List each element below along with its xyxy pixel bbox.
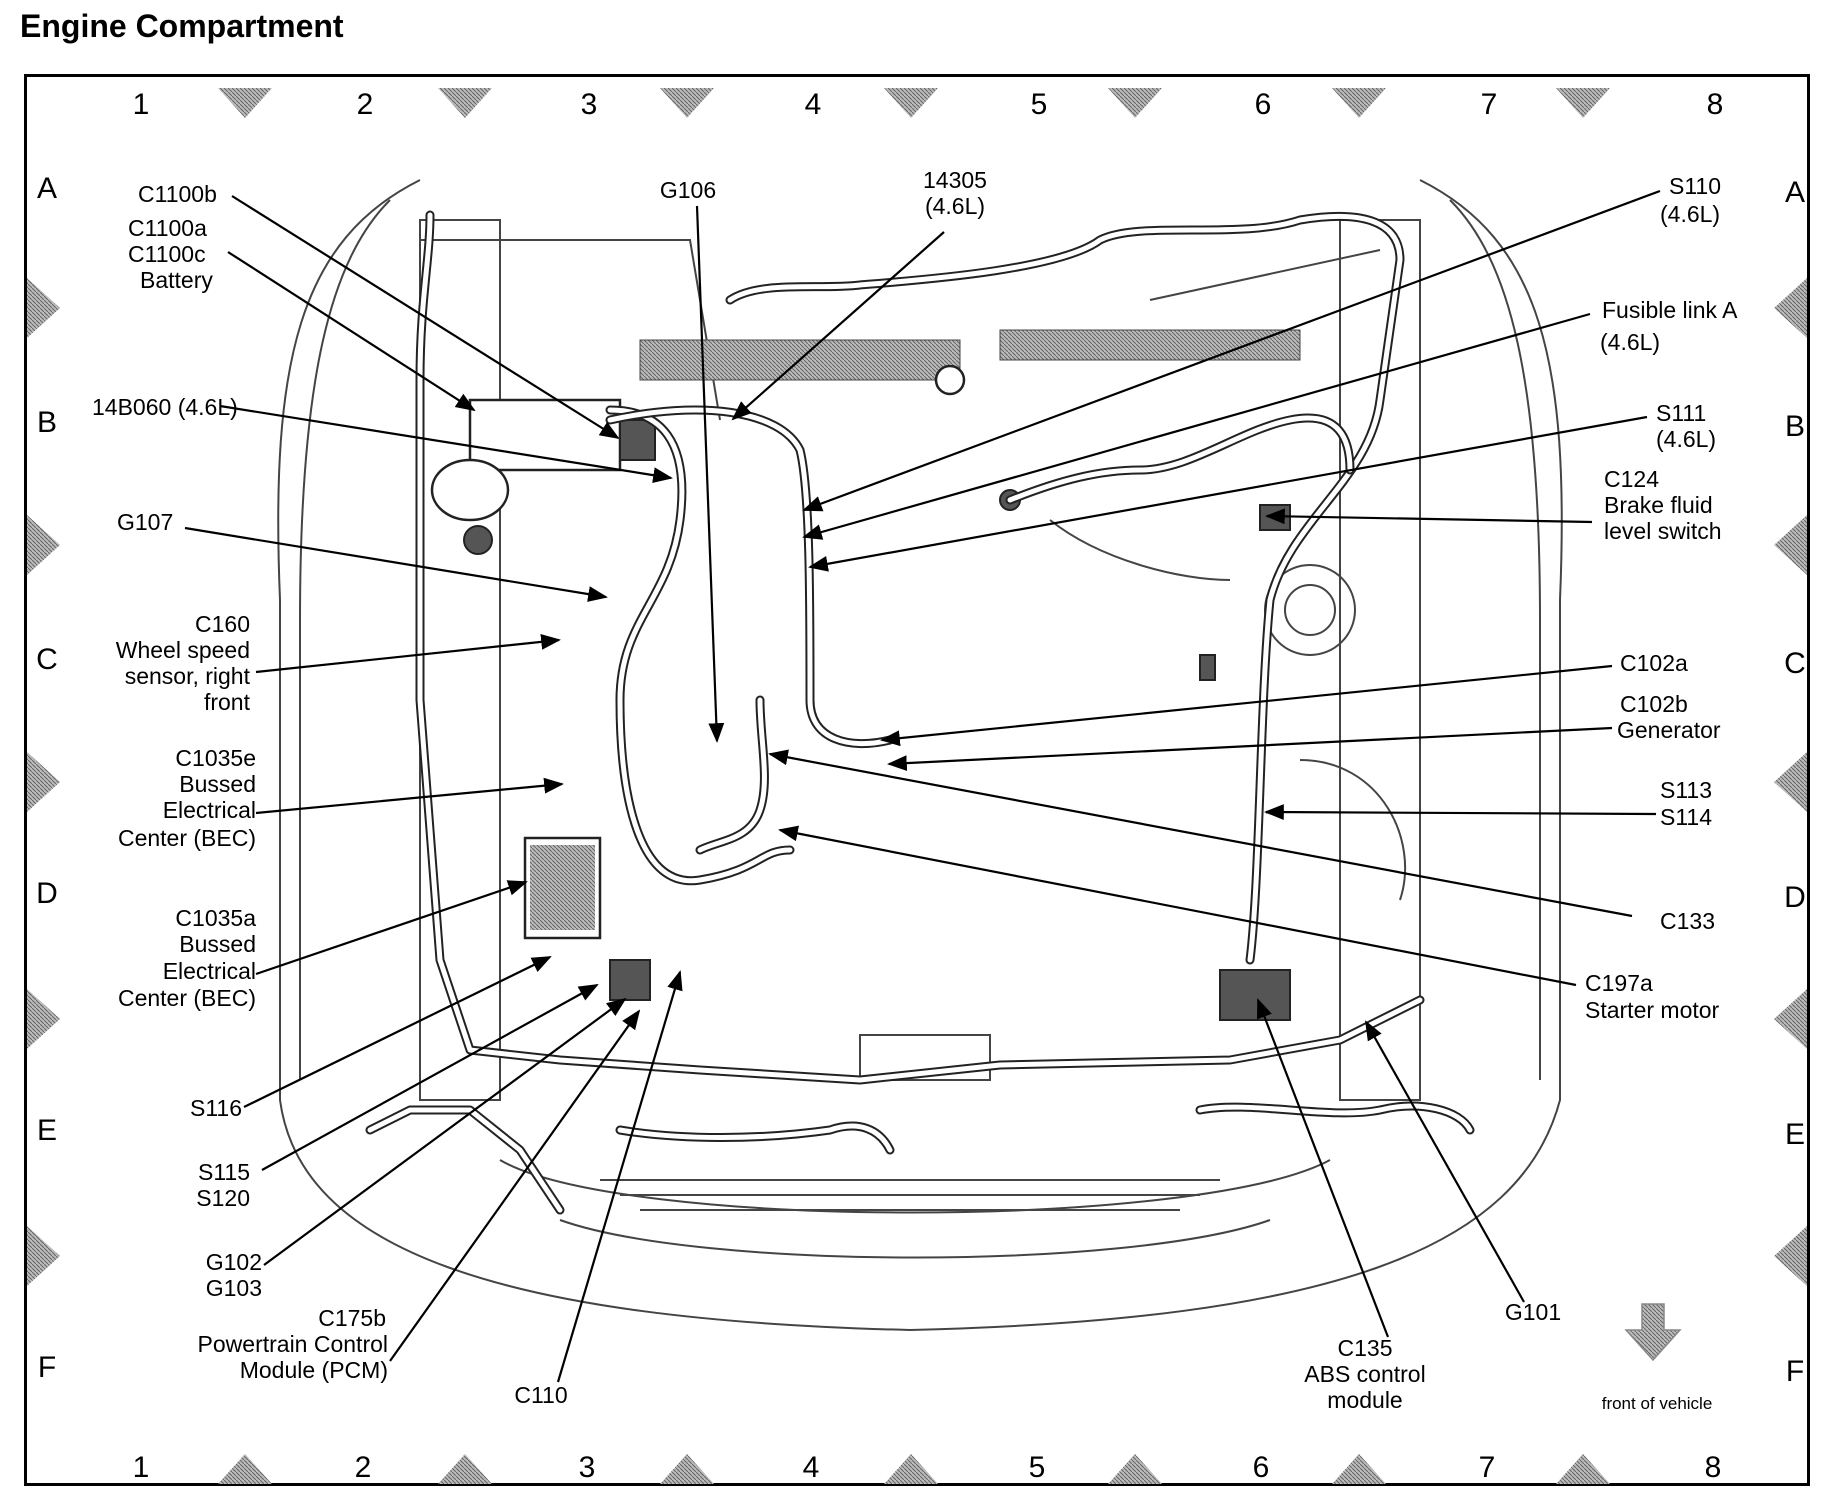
label-c160-desc: front — [204, 689, 251, 715]
label-g106: G106 — [660, 177, 716, 203]
grid-rows-left: A B C D E F — [36, 172, 58, 1384]
label-bec-desc: Electrical — [163, 797, 256, 823]
row-label: A — [1785, 176, 1805, 209]
label-c133: C133 — [1660, 908, 1715, 934]
label-bec-desc: Bussed — [179, 771, 256, 797]
col-label: 1 — [133, 1451, 150, 1484]
row-label: E — [37, 1114, 57, 1147]
col-label: 5 — [1031, 88, 1048, 121]
row-label: C — [36, 643, 58, 676]
row-label: C — [1784, 647, 1806, 680]
label-c160-desc: sensor, right — [125, 663, 251, 689]
label-c197a: C197a — [1585, 970, 1653, 996]
label-s114: S114 — [1660, 804, 1712, 830]
col-label: 2 — [357, 88, 374, 121]
col-label: 3 — [579, 1451, 596, 1484]
callouts-left: C1100b C1100a C1100c Battery 14B060 (4.6… — [92, 181, 568, 1408]
label-c135: C135 — [1338, 1335, 1393, 1361]
diagram-frame — [24, 74, 1810, 1486]
label-c124-desc: level switch — [1604, 518, 1722, 544]
row-label: F — [38, 1351, 56, 1384]
col-label: 1 — [133, 88, 150, 121]
row-label: D — [1784, 881, 1806, 914]
label-g102: G102 — [206, 1249, 262, 1275]
label-bec-desc: Electrical — [163, 958, 256, 984]
label-generator: Generator — [1617, 717, 1721, 743]
label-c160: C160 — [195, 611, 250, 637]
label-c1100b: C1100b — [138, 181, 217, 207]
label-s110: S110 — [1669, 173, 1721, 199]
grid-markers — [27, 88, 1807, 1484]
callouts-right: S110 (4.6L) Fusible link A (4.6L) S111 (… — [1505, 173, 1738, 1325]
label-14305: 14305 — [923, 167, 987, 193]
row-label: B — [1785, 410, 1805, 443]
label-s113: S113 — [1660, 777, 1712, 803]
abs-module-shape — [1219, 969, 1291, 1021]
down-arrow-icon — [1624, 1303, 1682, 1362]
col-label: 4 — [803, 1451, 820, 1484]
col-label: 2 — [355, 1451, 372, 1484]
col-label: 8 — [1705, 1451, 1722, 1484]
label-c175b-desc: Module (PCM) — [240, 1357, 388, 1383]
label-g103: G103 — [206, 1275, 262, 1301]
row-label: E — [1785, 1118, 1805, 1151]
label-c160-desc: Wheel speed — [116, 637, 250, 663]
label-c175b: C175b — [318, 1305, 386, 1331]
label-g101: G101 — [1505, 1299, 1561, 1325]
label-bec-desc: Bussed — [179, 931, 256, 957]
col-label: 8 — [1707, 88, 1724, 121]
leader-lines — [184, 189, 1661, 1383]
label-c135-desc: ABS control — [1304, 1361, 1425, 1387]
front-of-vehicle: front of vehicle — [1602, 1303, 1713, 1413]
col-label: 5 — [1029, 1451, 1046, 1484]
row-label: A — [37, 172, 57, 205]
front-of-vehicle-label: front of vehicle — [1602, 1394, 1713, 1413]
col-label: 4 — [805, 88, 822, 121]
col-label: 6 — [1253, 1451, 1270, 1484]
label-s115: S115 — [198, 1159, 250, 1185]
label-starter-motor: Starter motor — [1585, 997, 1720, 1023]
label-c1035a: C1035a — [175, 905, 256, 931]
label-c1100c: C1100c — [128, 241, 206, 267]
label-c175b-desc: Powertrain Control — [198, 1331, 388, 1357]
components — [430, 364, 1291, 1021]
label-c110: C110 — [514, 1382, 567, 1408]
grid-columns-bottom: 1 2 3 4 5 6 7 8 — [133, 1451, 1722, 1484]
label-c102a: C102a — [1620, 650, 1688, 676]
label-battery: Battery — [140, 267, 213, 293]
grid-columns-top: 1 2 3 4 5 6 7 8 — [133, 88, 1724, 121]
label-s111-engine: (4.6L) — [1656, 426, 1716, 452]
label-s116: S116 — [190, 1095, 242, 1121]
page-title: Engine Compartment — [20, 8, 344, 44]
label-s110-engine: (4.6L) — [1660, 201, 1720, 227]
label-c124-desc: Brake fluid — [1604, 492, 1713, 518]
col-label: 7 — [1479, 1451, 1496, 1484]
grid-rows-right: A B C D E F — [1784, 176, 1806, 1388]
label-c1035e: C1035e — [175, 745, 256, 771]
label-g107: G107 — [117, 509, 173, 535]
label-c102b: C102b — [1620, 691, 1688, 717]
vehicle-body — [277, 179, 1563, 1332]
col-label: 6 — [1255, 88, 1272, 121]
label-fusible-link: Fusible link A — [1602, 297, 1738, 323]
label-bec-desc: Center (BEC) — [118, 825, 256, 851]
label-14305-engine: (4.6L) — [925, 193, 985, 219]
row-label: D — [36, 877, 58, 910]
col-label: 3 — [581, 88, 598, 121]
battery-shape — [468, 398, 622, 472]
row-label: B — [37, 406, 57, 439]
callouts-top: G106 14305 (4.6L) — [660, 167, 987, 219]
label-c124: C124 — [1604, 466, 1659, 492]
label-s111: S111 — [1656, 400, 1706, 426]
label-c1100a: C1100a — [128, 215, 207, 241]
label-bec-desc: Center (BEC) — [118, 985, 256, 1011]
callouts-bottom: C135 ABS control module — [1304, 1335, 1425, 1413]
label-c135-desc: module — [1327, 1387, 1402, 1413]
col-label: 7 — [1481, 88, 1498, 121]
label-s120: S120 — [196, 1185, 250, 1211]
label-fusible-engine: (4.6L) — [1600, 329, 1660, 355]
label-14b060: 14B060 (4.6L) — [92, 394, 238, 420]
row-label: F — [1786, 1355, 1804, 1388]
